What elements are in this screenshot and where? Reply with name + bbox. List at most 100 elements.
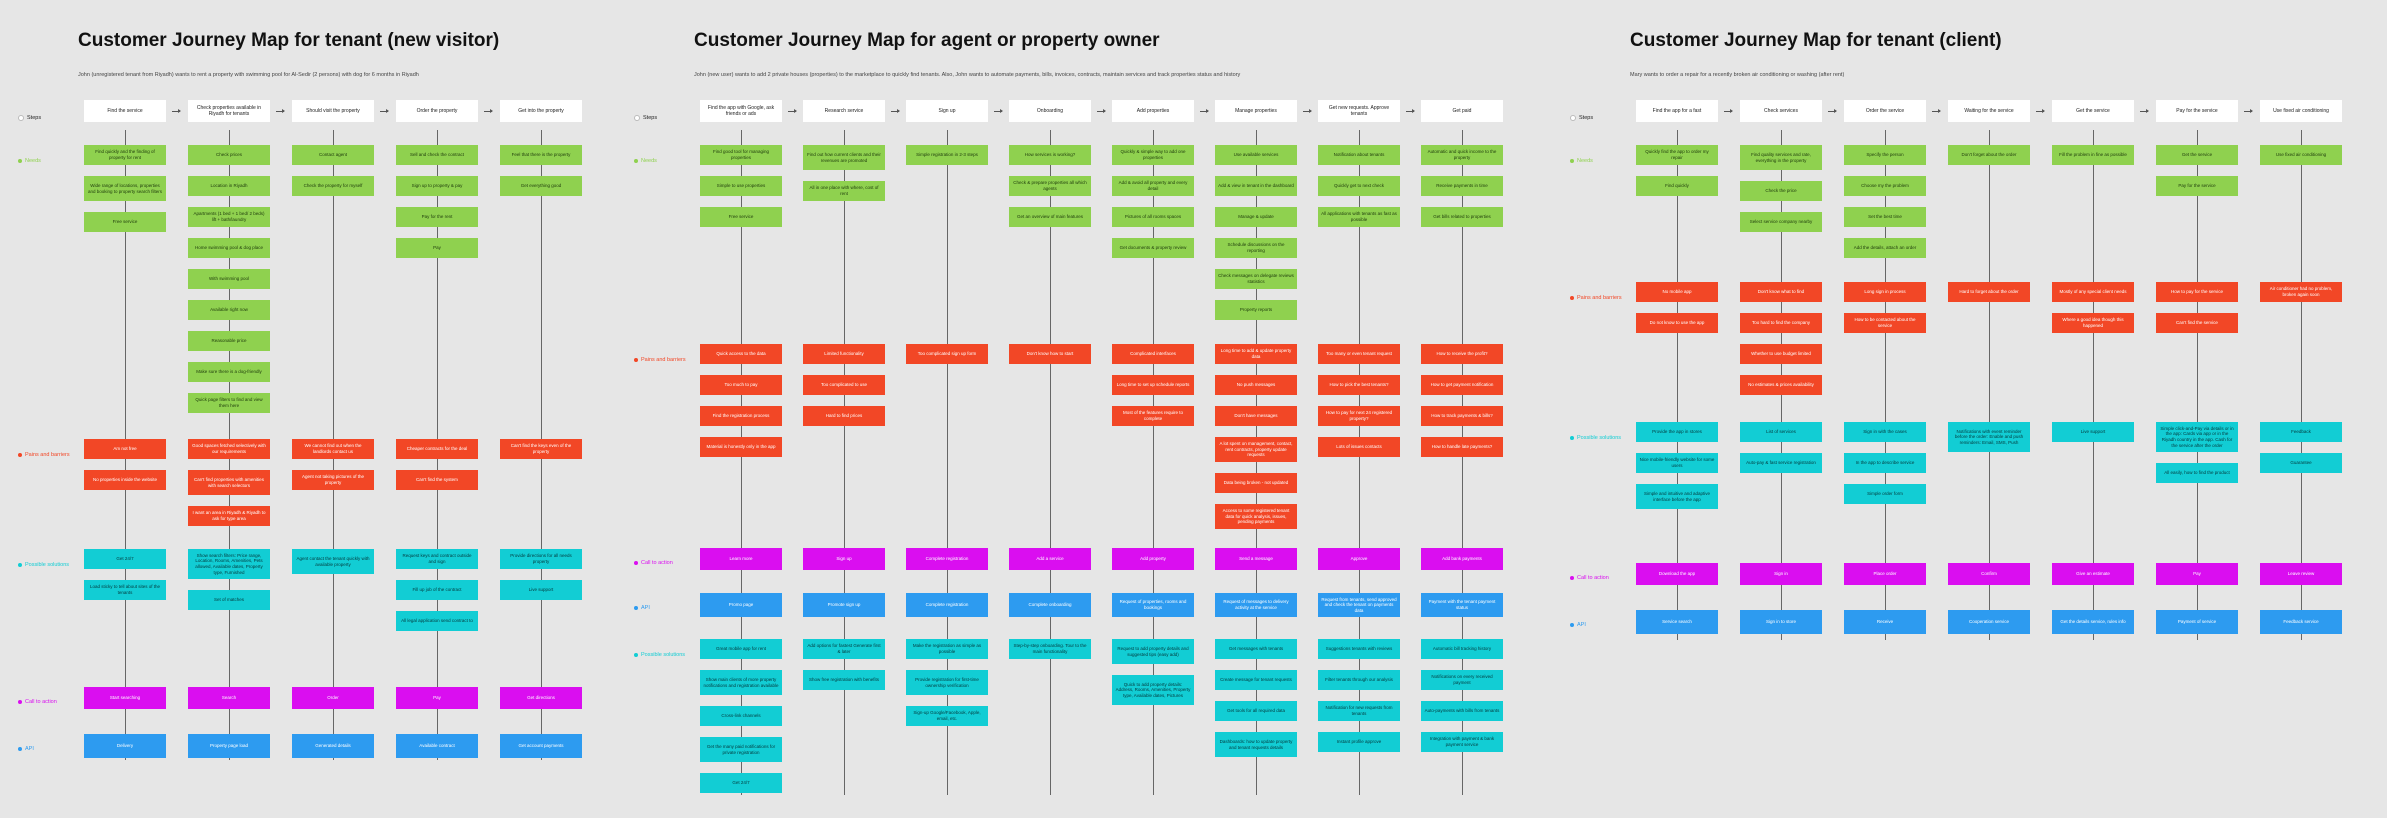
stage-3[interactable]: Sign up <box>906 100 988 122</box>
solutions-card: Simple click-and-Pay via details or in t… <box>2156 422 2238 452</box>
cta-button[interactable]: Sign in <box>1740 563 1822 585</box>
stage-6[interactable]: Pay for the service <box>2156 100 2238 122</box>
stage-arrow-icon <box>172 109 181 113</box>
cta-button[interactable]: Place order <box>1844 563 1926 585</box>
stage-6[interactable]: Manage properties <box>1215 100 1297 122</box>
cta-button[interactable]: Leave review <box>2260 563 2342 585</box>
cta-button[interactable]: Pay <box>2156 563 2238 585</box>
needs-card: Receive payments in time <box>1421 176 1503 196</box>
needs-card: Simple to use properties <box>700 176 782 196</box>
cta-button[interactable]: Add property <box>1112 548 1194 570</box>
needs-card: Sign up to property & pay <box>396 176 478 196</box>
stage-3[interactable]: Order the service <box>1844 100 1926 122</box>
needs-card: Quickly find the app to order my repair <box>1636 145 1718 165</box>
solutions-card: Get the many paid notifications for priv… <box>700 737 782 762</box>
pains-card: Too hard to find the company <box>1740 313 1822 333</box>
pains-card: How to track payments & bills? <box>1421 406 1503 426</box>
row-label-text: Steps <box>1579 115 1594 121</box>
needs-card: Wide range of locations, properties and … <box>84 176 166 201</box>
cta-button[interactable]: Start searching <box>84 687 166 709</box>
needs-card: Fill the problem in fine as possible <box>2052 145 2134 165</box>
stage-5[interactable]: Add properties <box>1112 100 1194 122</box>
needs-card: Add & view in tenant in the dashboard <box>1215 176 1297 196</box>
stage-connector-line <box>1359 130 1360 795</box>
cta-button[interactable]: Sign up <box>803 548 885 570</box>
stage-5[interactable]: Get the service <box>2052 100 2134 122</box>
pains-card: A lot spent on management, contact, rent… <box>1215 437 1297 462</box>
row-label-cta: Call to action <box>18 699 57 705</box>
needs-card: Specify the person <box>1844 145 1926 165</box>
stage-2[interactable]: Check properties available in Riyadh for… <box>188 100 270 122</box>
solutions-card: Notification for new requests from tenan… <box>1318 701 1400 721</box>
solutions-dot-icon <box>18 563 22 567</box>
stage-2[interactable]: Check services <box>1740 100 1822 122</box>
cta-button[interactable]: Give an estimate <box>2052 563 2134 585</box>
stage-7[interactable]: Get new requests. Approve tenants <box>1318 100 1400 122</box>
cta-button[interactable]: Add bank payments <box>1421 548 1503 570</box>
pains-card: Too complicated sign up form <box>906 344 988 364</box>
cta-button[interactable]: Order <box>292 687 374 709</box>
cta-button[interactable]: Get directions <box>500 687 582 709</box>
solutions-card: Live support <box>2052 422 2134 442</box>
api-card: Feedback service <box>2260 610 2342 634</box>
pains-dot-icon <box>1570 296 1574 300</box>
row-label-cta: Call to action <box>634 560 673 566</box>
stage-3[interactable]: Should visit the property <box>292 100 374 122</box>
stage-7[interactable]: Use fixed air conditioning <box>2260 100 2342 122</box>
cta-button[interactable]: Pay <box>396 687 478 709</box>
api-card: Sign in to store <box>1740 610 1822 634</box>
needs-card: Contact agent <box>292 145 374 165</box>
pains-card: Limited functionality <box>803 344 885 364</box>
needs-card: Reasonable price <box>188 331 270 351</box>
pains-card: Cheaper contracts for the deal <box>396 439 478 459</box>
stage-8[interactable]: Get paid <box>1421 100 1503 122</box>
stage-arrow-icon <box>891 109 900 113</box>
solutions-card: Great mobile app for rent <box>700 639 782 659</box>
cta-button[interactable]: Send a message <box>1215 548 1297 570</box>
cta-button[interactable]: Search <box>188 687 270 709</box>
pains-card: Good spaces fetched selectively with our… <box>188 439 270 459</box>
stage-4[interactable]: Onboarding <box>1009 100 1091 122</box>
stage-connector-line <box>1050 130 1051 795</box>
pains-card: Hard to find prices <box>803 406 885 426</box>
api-card: Request from tenants, send approved and … <box>1318 593 1400 617</box>
cta-button[interactable]: Learn more <box>700 548 782 570</box>
cta-button[interactable]: Approve <box>1318 548 1400 570</box>
stage-1[interactable]: Find the service <box>84 100 166 122</box>
api-card: Available contract <box>396 734 478 758</box>
api-dot-icon <box>1570 623 1574 627</box>
stage-5[interactable]: Get into the property <box>500 100 582 122</box>
stage-4[interactable]: Waiting for the service <box>1948 100 2030 122</box>
needs-dot-icon <box>18 159 22 163</box>
stage-4[interactable]: Order the property <box>396 100 478 122</box>
pains-card: How to handle late payments? <box>1421 437 1503 457</box>
needs-card: Check the price <box>1740 181 1822 201</box>
needs-card: Use fixed air conditioning <box>2260 145 2342 165</box>
pains-card: No estimates & prices availability <box>1740 375 1822 395</box>
cta-button[interactable]: Add a service <box>1009 548 1091 570</box>
needs-card: Check messages on delegate reviews stati… <box>1215 269 1297 289</box>
cta-button[interactable]: Complete registration <box>906 548 988 570</box>
solutions-card: Quick to add property details: Address, … <box>1112 675 1194 705</box>
api-card: Complete registration <box>906 593 988 617</box>
needs-card: Sell and check the contract <box>396 145 478 165</box>
solutions-card: Fill up job of the contract <box>396 580 478 600</box>
pains-card: Can't find the system <box>396 470 478 490</box>
needs-card: Quickly & simple way to add one properti… <box>1112 145 1194 165</box>
cta-button[interactable]: Download the app <box>1636 563 1718 585</box>
stage-2[interactable]: Research service <box>803 100 885 122</box>
cta-button[interactable]: Confirm <box>1948 563 2030 585</box>
stage-1[interactable]: Find the app with Google, ask friends or… <box>700 100 782 122</box>
pains-card: Too much to pay <box>700 375 782 395</box>
solutions-card: Instant profile approve <box>1318 732 1400 752</box>
needs-card: Pay for the service <box>2156 176 2238 196</box>
row-label-text: Call to action <box>25 699 57 705</box>
stage-1[interactable]: Find the app for a fast <box>1636 100 1718 122</box>
pains-card: Agent not taking pictures of the propert… <box>292 470 374 490</box>
needs-card: Select service company nearby <box>1740 212 1822 232</box>
pains-dot-icon <box>634 358 638 362</box>
needs-card: Quick page filters to find and view them… <box>188 393 270 413</box>
needs-card: Apartments (1 bed + 1 bed/ 2 beds) lift … <box>188 207 270 227</box>
needs-dot-icon <box>1570 159 1574 163</box>
